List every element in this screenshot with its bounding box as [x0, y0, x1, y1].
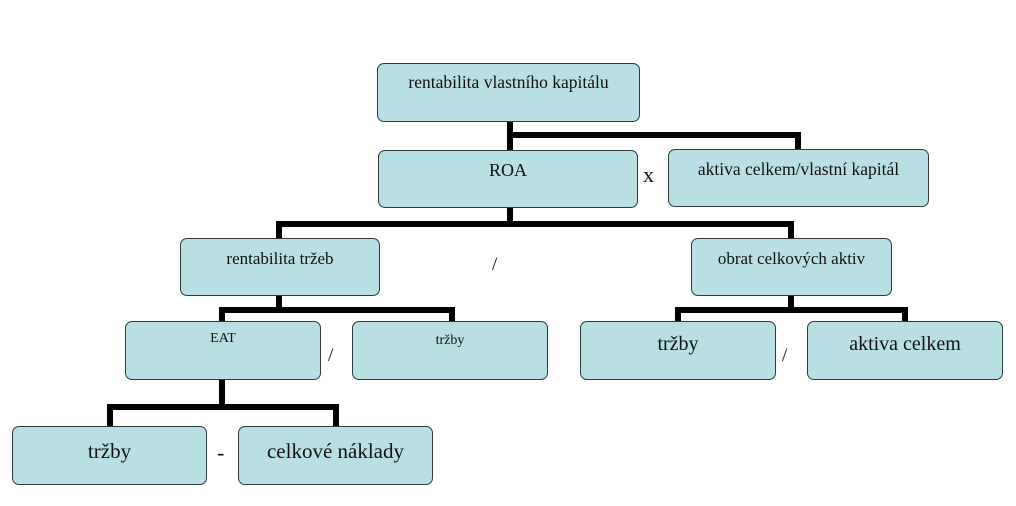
node-sales-ros: tržby: [352, 321, 548, 380]
operator-multiply: x: [643, 162, 654, 187]
node-roa-label: ROA: [488, 160, 527, 180]
node-total-assets-label: aktiva celkem: [849, 333, 961, 355]
operator-divide-turnover: /: [782, 345, 788, 366]
node-sales-eat-label: tržby: [87, 439, 132, 463]
node-eat-label: EAT: [210, 331, 236, 346]
operator-divide-ros: /: [328, 345, 334, 366]
operator-minus: -: [217, 440, 225, 465]
node-sales-eat: tržby: [12, 426, 207, 485]
node-roe: rentabilita vlastního kapitálu: [377, 63, 640, 122]
node-sales-turnover-label: tržby: [657, 333, 699, 355]
node-roa: ROA: [378, 150, 638, 208]
node-roe-label: rentabilita vlastního kapitálu: [408, 72, 609, 92]
operator-divide-main: /: [492, 254, 498, 275]
node-total-costs: celkové náklady: [238, 426, 433, 485]
node-leverage-label: aktiva celkem/vlastní kapitál: [697, 159, 900, 179]
node-sales-turnover: tržby: [580, 321, 776, 380]
node-total-costs-label: celkové náklady: [266, 439, 405, 463]
node-sales-ros-label: tržby: [435, 333, 465, 348]
node-ros: rentabilita tržeb: [180, 238, 380, 296]
node-eat: EAT: [125, 321, 321, 380]
node-total-assets: aktiva celkem: [807, 321, 1003, 380]
node-turnover: obrat celkových aktiv: [691, 238, 892, 296]
node-turnover-label: obrat celkových aktiv: [717, 249, 866, 268]
node-leverage: aktiva celkem/vlastní kapitál: [668, 149, 929, 207]
node-ros-label: rentabilita tržeb: [226, 249, 334, 268]
